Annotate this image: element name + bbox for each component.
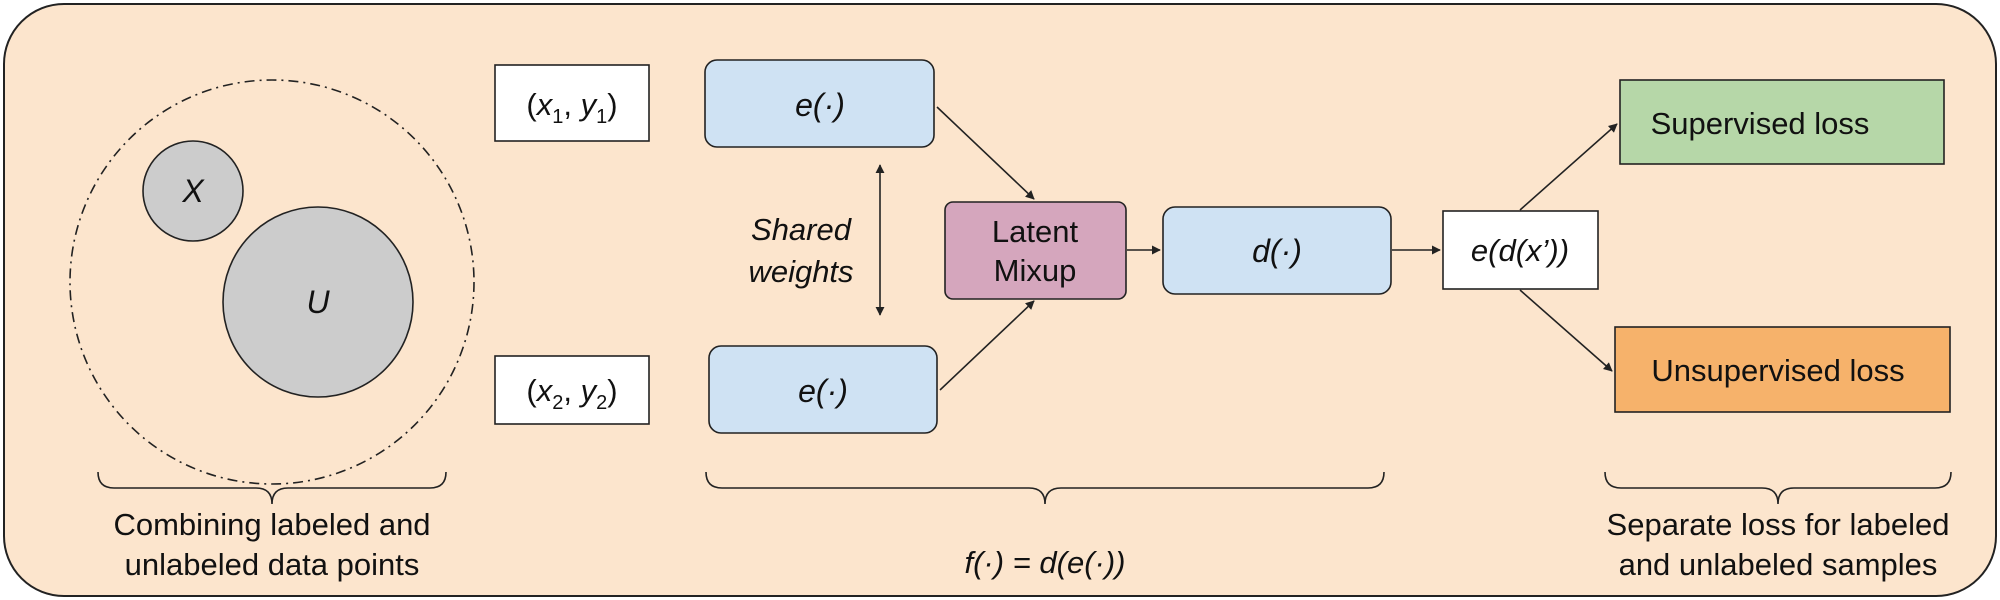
decoder-label: d(·) [1252,233,1302,269]
input-pair-2-box [494,355,650,425]
encoder-top-box [704,59,935,148]
unlabeled-set-label: U [306,284,330,320]
shared-weights-label-line2: weights [748,254,853,289]
encoder-top-label: e(·) [795,87,845,123]
supervised-loss-box [1619,79,1945,165]
unsupervised-loss-box [1614,326,1951,413]
input-pair-2-x: x [535,373,554,408]
decoder-box [1162,206,1392,295]
caption-middle: f(·) = d(e(·)) [964,545,1125,580]
reencoded-box [1442,210,1599,290]
right-brace [1604,471,1952,505]
latent-mixup-box [944,201,1127,300]
input-pair-1-box [494,64,650,142]
input-pair-2-y: y [579,373,599,408]
dataset-boundary-circle [69,79,475,485]
input-pair-1-y-sub: 1 [596,106,607,128]
latent-mixup-label-line1: Latent [992,214,1079,249]
unlabeled-set-circle [222,206,414,398]
unsupervised-loss-label: Unsupervised loss [1651,353,1904,388]
input-pair-2-label: (x2, y2) [526,373,617,414]
input-pair-2-y-sub: 2 [596,392,607,414]
caption-right-line1: Separate loss for labeled [1607,507,1950,542]
caption-left-line2: unlabeled data points [125,547,420,582]
input-pair-1-x-sub: 1 [552,106,563,128]
supervised-loss-label: Supervised loss [1651,106,1870,141]
input-pair-2-x-sub: 2 [552,392,563,414]
labeled-set-label: X [181,173,205,209]
shared-weights-label-line1: Shared [751,212,853,247]
arrow-encoder-top-to-mixup [936,106,1035,200]
caption-left-line1: Combining labeled and [113,507,430,542]
input-pair-1-label: (x1, y1) [526,87,617,128]
caption-right-line2: and unlabeled samples [1619,547,1938,582]
background-panel [3,3,1997,597]
latent-mixup-label-line2: Mixup [994,253,1077,288]
encoder-bottom-box [708,345,938,434]
dataset-group: X U [69,79,475,485]
arrow-to-supervised-loss [1519,123,1618,211]
encoder-bottom-label: e(·) [798,373,848,409]
labeled-set-circle [142,140,244,242]
arrow-to-unsupervised-loss [1519,289,1613,372]
middle-brace [705,471,1385,505]
left-brace [97,471,447,505]
input-pair-1-x: x [535,87,554,122]
reencoded-label: e(d(x’)) [1471,233,1569,268]
input-pair-1-y: y [579,87,599,122]
arrow-encoder-bottom-to-mixup [939,300,1035,391]
